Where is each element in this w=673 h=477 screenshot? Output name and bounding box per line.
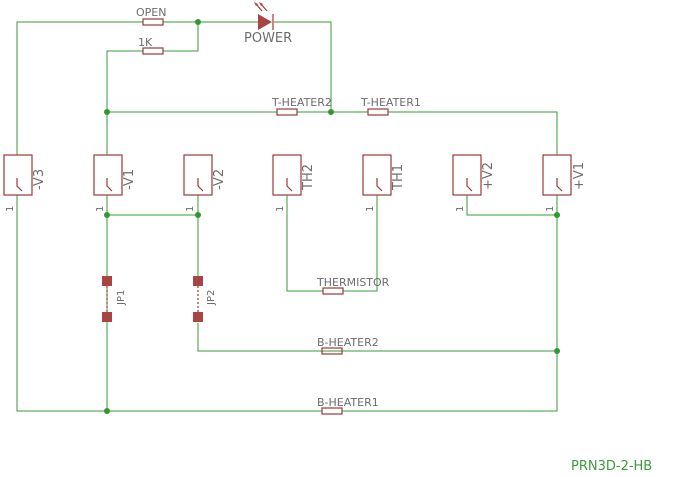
resistor-t-heater1-label: T-HEATER1 [360, 96, 421, 109]
connector-th1[interactable]: TH1 1 [362, 154, 406, 212]
resistor-open-label: OPEN [136, 6, 166, 19]
power-led-label: POWER [244, 31, 292, 46]
connector-minus-v2-pin: 1 [185, 206, 196, 212]
resistor-thermistor-label: THERMISTOR [316, 276, 390, 289]
connector-minus-v1[interactable]: -V1 1 [93, 154, 137, 212]
connector-plus-v1[interactable]: +V1 1 [542, 154, 587, 212]
connector-plus-v2-pin: 1 [455, 206, 466, 212]
jumper-jp2-label: JP2 [206, 290, 217, 306]
wires [16, 21, 558, 412]
connector-plus-v1-label: +V1 [572, 162, 587, 190]
resistor-t-heater2: T-HEATER2 [271, 96, 332, 116]
connector-minus-v2[interactable]: -V2 1 [183, 154, 227, 212]
resistor-b-heater1: B-HEATER1 [317, 396, 379, 415]
resistor-b-heater2: B-HEATER2 [317, 336, 379, 355]
connector-plus-v2[interactable]: +V2 1 [452, 154, 496, 212]
junctions [104, 19, 560, 414]
power-led: POWER [244, 2, 292, 46]
led-icon [258, 14, 272, 30]
connector-th2-label: TH2 [301, 164, 316, 191]
resistor-open: OPEN [136, 6, 166, 26]
connectors: -V3 1 -V1 1 -V2 1 TH2 1 TH1 1 [3, 154, 587, 212]
connector-th2-pin: 1 [275, 206, 286, 212]
board-title: PRN3D-2-HB [571, 459, 652, 474]
resistor-1k-label: 1K [138, 36, 153, 49]
connector-minus-v1-label: -V1 [122, 169, 137, 190]
connector-plus-v1-pin: 1 [545, 206, 556, 212]
connector-minus-v2-label: -V2 [212, 169, 227, 190]
connector-th2[interactable]: TH2 1 [272, 154, 316, 212]
resistor-b-heater2-label: B-HEATER2 [317, 336, 379, 349]
connector-minus-v3-label: -V3 [32, 169, 47, 190]
connector-th1-pin: 1 [365, 206, 376, 212]
jumper-jp1[interactable]: JP1 [102, 276, 127, 322]
resistor-b-heater1-label: B-HEATER1 [317, 396, 379, 409]
resistor-1k: 1K [138, 36, 164, 55]
resistor-thermistor: THERMISTOR [316, 276, 390, 295]
jumper-jp1-label: JP1 [116, 290, 127, 306]
connector-minus-v1-pin: 1 [95, 206, 106, 212]
connector-minus-v3[interactable]: -V3 1 [3, 154, 47, 212]
resistor-t-heater1: T-HEATER1 [360, 96, 421, 116]
jumper-jp2[interactable]: JP2 [193, 276, 217, 322]
connector-plus-v2-label: +V2 [481, 162, 496, 190]
connector-minus-v3-pin: 1 [5, 206, 16, 212]
connector-th1-label: TH1 [391, 164, 406, 191]
resistor-t-heater2-label: T-HEATER2 [271, 96, 332, 109]
